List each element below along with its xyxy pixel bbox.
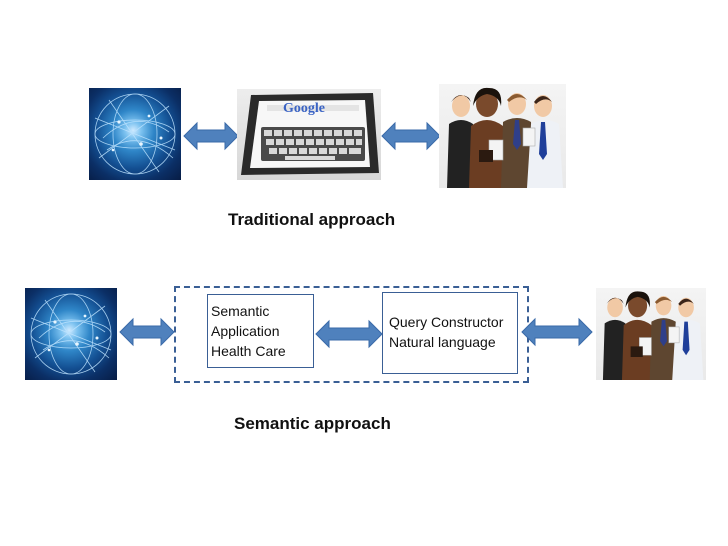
traditional-approach-caption: Traditional approach xyxy=(228,210,396,229)
people-group-image xyxy=(439,84,566,188)
query-constructor-line-2: Natural language xyxy=(389,334,496,350)
semantic-application-line-3: Health Care xyxy=(211,343,286,359)
semantic-application-line-2: Application xyxy=(211,323,280,339)
query-constructor-line-1: Query Constructor xyxy=(389,314,504,330)
tablet-image: Google xyxy=(237,89,381,180)
bidirectional-arrow-icon xyxy=(183,121,239,151)
bidirectional-arrow-icon xyxy=(315,319,383,349)
query-constructor-box: Query Constructor Natural language xyxy=(382,292,518,374)
semantic-application-line-1: Semantic xyxy=(211,303,270,319)
bidirectional-arrow-icon xyxy=(521,317,593,347)
people-group-image xyxy=(596,288,706,380)
bidirectional-arrow-icon xyxy=(119,317,175,347)
globe-icon-bottom xyxy=(25,288,117,380)
semantic-approach-caption: Semantic approach xyxy=(234,414,391,433)
bidirectional-arrow-icon xyxy=(381,121,441,151)
search-brand-logo: Google xyxy=(283,101,325,116)
globe-icon-top xyxy=(89,88,181,180)
semantic-application-box: Semantic Application Health Care xyxy=(207,294,314,368)
